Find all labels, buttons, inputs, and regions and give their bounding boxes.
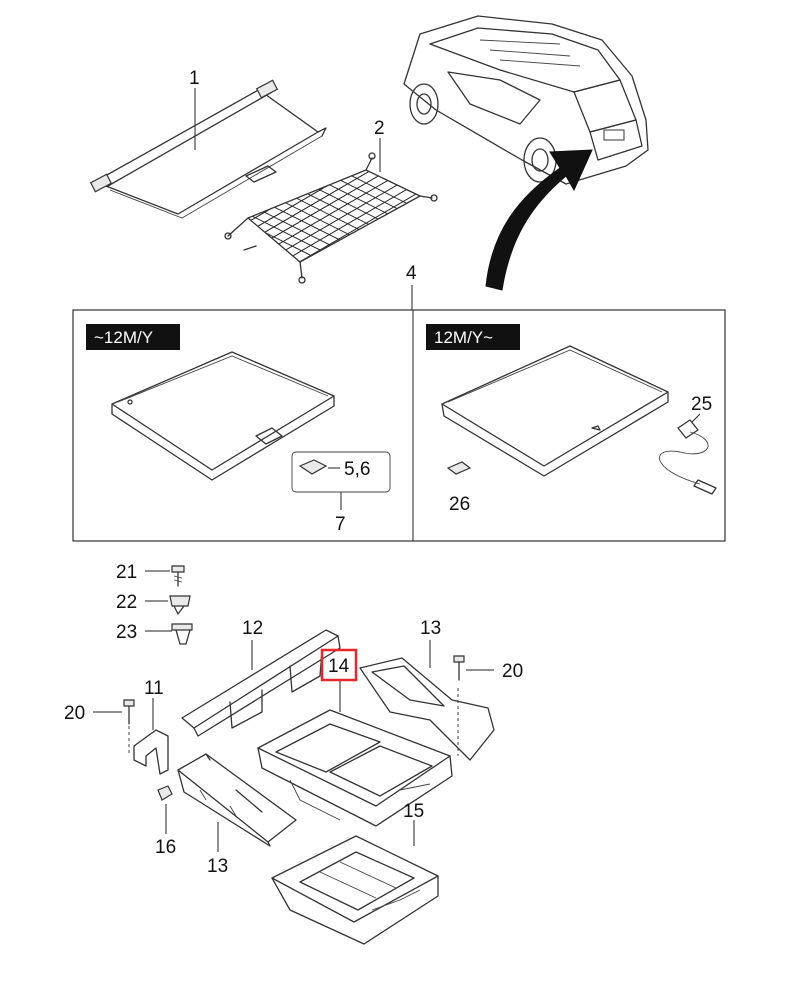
callout-14: 14: [328, 656, 350, 677]
side-panel-right: [359, 640, 495, 761]
strap-part: [659, 413, 717, 495]
callout-25: 25: [691, 394, 712, 415]
bolt-20-right: [453, 655, 494, 681]
callout-5-6: 5,6: [344, 459, 370, 480]
side-tray-left: [177, 753, 297, 852]
callout-12: 12: [242, 618, 263, 639]
variant-badge-left: [86, 324, 180, 350]
storage-tray-14: [257, 680, 453, 827]
fastener-21: [145, 565, 185, 587]
callout-20-right: 20: [502, 661, 523, 682]
cargo-net: [224, 152, 438, 284]
callout-21: 21: [116, 562, 137, 583]
callout-16: 16: [155, 837, 176, 858]
fastener-23: [145, 623, 193, 645]
trunk-floor-panel-new: [441, 345, 669, 477]
callout-20-left: 20: [64, 703, 85, 724]
callout-13-left: 13: [207, 856, 228, 877]
callout-7: 7: [335, 514, 346, 535]
variant-box: [72, 309, 726, 542]
clip-16: [157, 785, 173, 834]
cargo-cover-roller: [89, 79, 327, 219]
callout-26: 26: [449, 494, 470, 515]
callout-1: 1: [189, 68, 200, 89]
variant-label-left: ~12M/Y: [94, 328, 153, 347]
trunk-floor-panel-old: [111, 351, 335, 481]
rear-sill-trim: [181, 629, 341, 737]
callout-11: 11: [144, 678, 164, 699]
bolt-20-left: [93, 699, 135, 756]
callout-4: 4: [406, 263, 417, 284]
storage-tray-15: [271, 820, 439, 945]
callout-23: 23: [116, 622, 137, 643]
fastener-22: [145, 595, 191, 615]
curved-arrow-icon: [485, 149, 593, 291]
callout-22: 22: [116, 592, 137, 613]
callout-2: 2: [374, 118, 385, 139]
highlight-box-14: [320, 648, 358, 682]
callout-15: 15: [403, 801, 424, 822]
bracket-11: [133, 698, 169, 775]
variant-label-right: 12M/Y~: [434, 328, 493, 347]
callout-13-right: 13: [420, 618, 441, 639]
suv-rear-icon: [403, 15, 649, 185]
variant-badge-right: [426, 324, 520, 350]
